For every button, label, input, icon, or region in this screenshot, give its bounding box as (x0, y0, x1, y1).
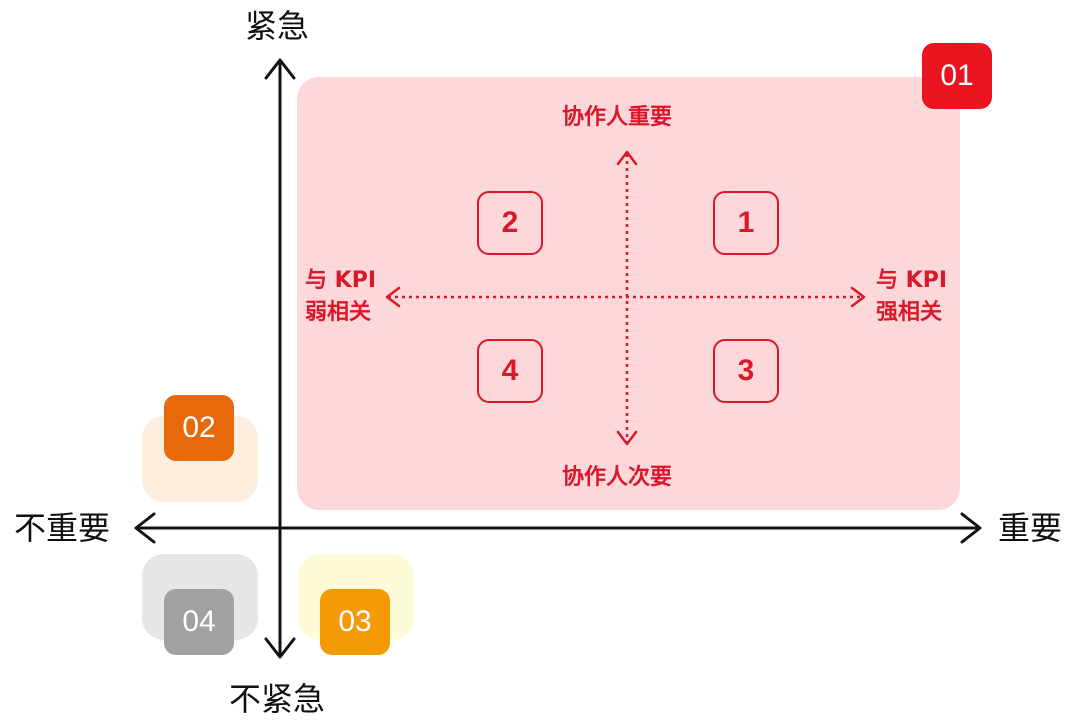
axis-label-not-urgent: 不紧急 (229, 680, 326, 718)
inner-label-weak-kpi-line2: 弱相关 (305, 300, 372, 325)
inner-label-strong-kpi-line1: 与 KPI (876, 268, 948, 293)
inner-label-collaborator-secondary: 协作人次要 (562, 465, 673, 490)
inner-horizontal-left-arrow (385, 286, 401, 308)
inner-label-weak-kpi-line1: 与 KPI (305, 268, 377, 293)
inner-label-collaborator-important: 协作人重要 (562, 105, 673, 130)
quadrant-02-badge: 02 (164, 395, 234, 461)
inner-label-strong-kpi-line2: 强相关 (876, 300, 943, 325)
horizontal-axis-right-arrow (960, 512, 982, 544)
sub-quadrant-4-box: 4 (477, 339, 543, 403)
inner-vertical-bottom-arrow (616, 430, 638, 446)
sub-quadrant-3-box: 3 (713, 339, 779, 403)
inner-label-weak-kpi: 与 KPI 弱相关 (305, 265, 376, 329)
axis-label-urgent: 紧急 (245, 7, 310, 45)
quadrant-01-panel (297, 77, 960, 510)
axis-label-not-important: 不重要 (14, 509, 111, 547)
vertical-axis-top-arrow (264, 58, 296, 80)
quadrant-04-badge: 04 (164, 589, 234, 655)
vertical-axis-bottom-arrow (264, 637, 296, 659)
horizontal-axis-left-arrow (134, 512, 156, 544)
sub-quadrant-2-box: 2 (477, 191, 543, 255)
quadrant-03-badge: 03 (320, 589, 390, 655)
quadrant-01-badge: 01 (922, 43, 992, 109)
inner-vertical-top-arrow (616, 150, 638, 166)
inner-horizontal-right-arrow (850, 286, 866, 308)
inner-label-strong-kpi: 与 KPI 强相关 (876, 265, 947, 329)
axis-label-important: 重要 (998, 509, 1063, 547)
sub-quadrant-1-box: 1 (713, 191, 779, 255)
